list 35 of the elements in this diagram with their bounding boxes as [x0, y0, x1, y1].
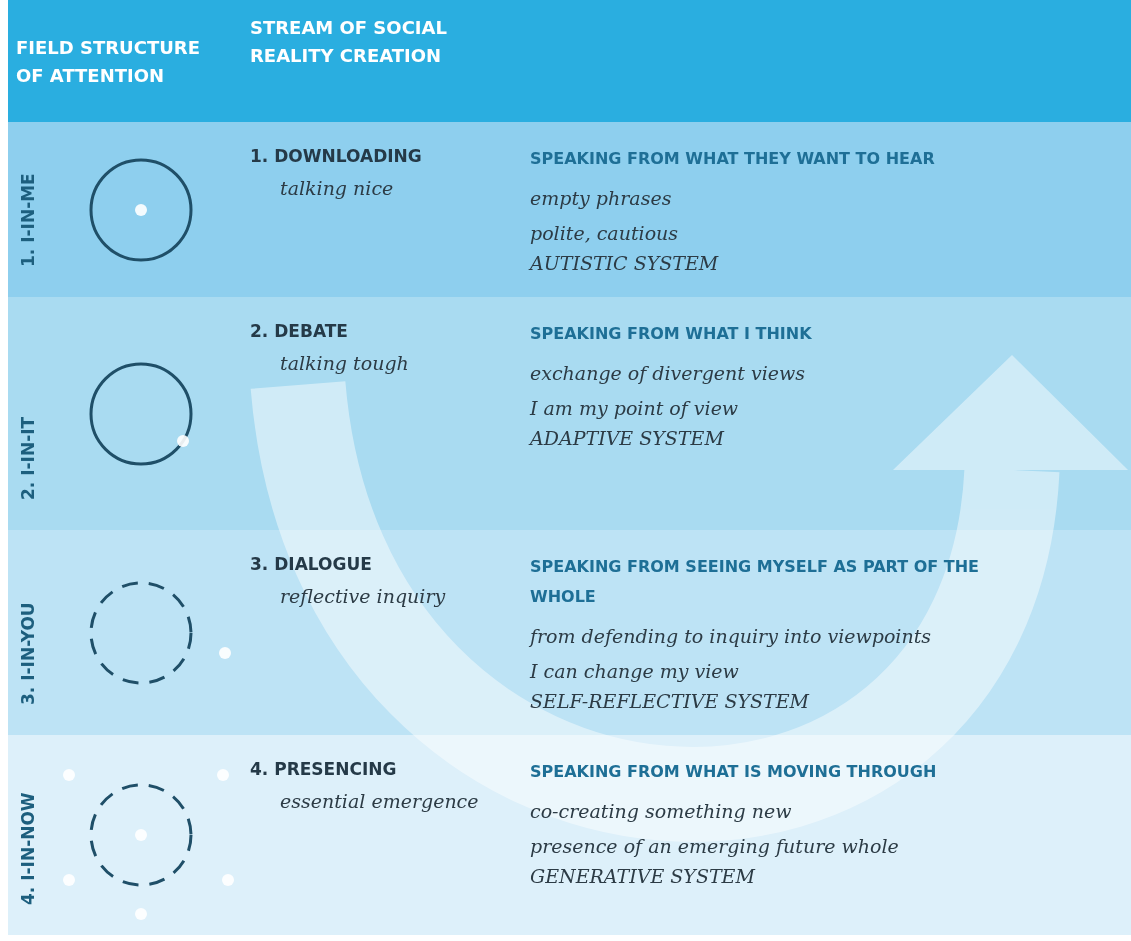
row-band: [8, 735, 1131, 935]
row-label: 2. I-IN-IT: [18, 416, 38, 500]
description-line: I can change my view: [530, 659, 740, 684]
stage-description: essential emergence: [280, 789, 480, 814]
header-band: [8, 0, 1131, 122]
speaking-heading: SPEAKING FROM WHAT THEY WANT TO HEAR: [530, 148, 936, 170]
row-label: 1. I-IN-ME: [18, 173, 38, 267]
stage-description: reflective inquiry: [280, 584, 447, 609]
system-name: ADAPTIVE SYSTEM: [530, 427, 724, 449]
description-line: polite, cautious: [530, 221, 680, 246]
column-heading: STREAM OF SOCIAL REALITY CREATION: [250, 16, 448, 68]
stage-heading: 2. DEBATE: [250, 321, 348, 341]
stage-description: talking tough: [280, 351, 410, 376]
stage-heading: 4. PRESENCING: [250, 759, 397, 779]
stage-heading: 1. DOWNLOADING: [250, 146, 422, 166]
system-name: AUTISTIC SYSTEM: [530, 252, 719, 274]
row-label: 3. I-IN-YOU: [18, 602, 38, 705]
speaking-heading: SPEAKING FROM WHAT I THINK: [530, 323, 813, 345]
row-label: 4. I-IN-NOW: [18, 792, 38, 905]
row-band: [8, 122, 1131, 297]
row-band: [8, 530, 1131, 735]
stage-description: talking nice: [280, 176, 395, 201]
column-heading: FIELD STRUCTURE OF ATTENTION: [16, 36, 201, 88]
description-line: I am my point of view: [530, 396, 740, 421]
description-line: presence of an emerging future whole: [530, 834, 900, 859]
system-name: GENERATIVE SYSTEM: [530, 865, 755, 887]
description-line: from defending to inquiry into viewpoints: [530, 624, 932, 649]
stage-heading: 3. DIALOGUE: [250, 554, 372, 574]
speaking-heading: SPEAKING FROM SEEING MYSELF AS PART OF THE WHOLE: [530, 556, 980, 608]
system-name: SELF-REFLECTIVE SYSTEM: [530, 690, 810, 712]
description-line: empty phrases: [530, 186, 673, 211]
row-band: [8, 297, 1131, 530]
description-line: co-creating something new: [530, 799, 793, 824]
description-line: exchange of divergent views: [530, 361, 807, 386]
speaking-heading: SPEAKING FROM WHAT IS MOVING THROUGH: [530, 761, 938, 783]
